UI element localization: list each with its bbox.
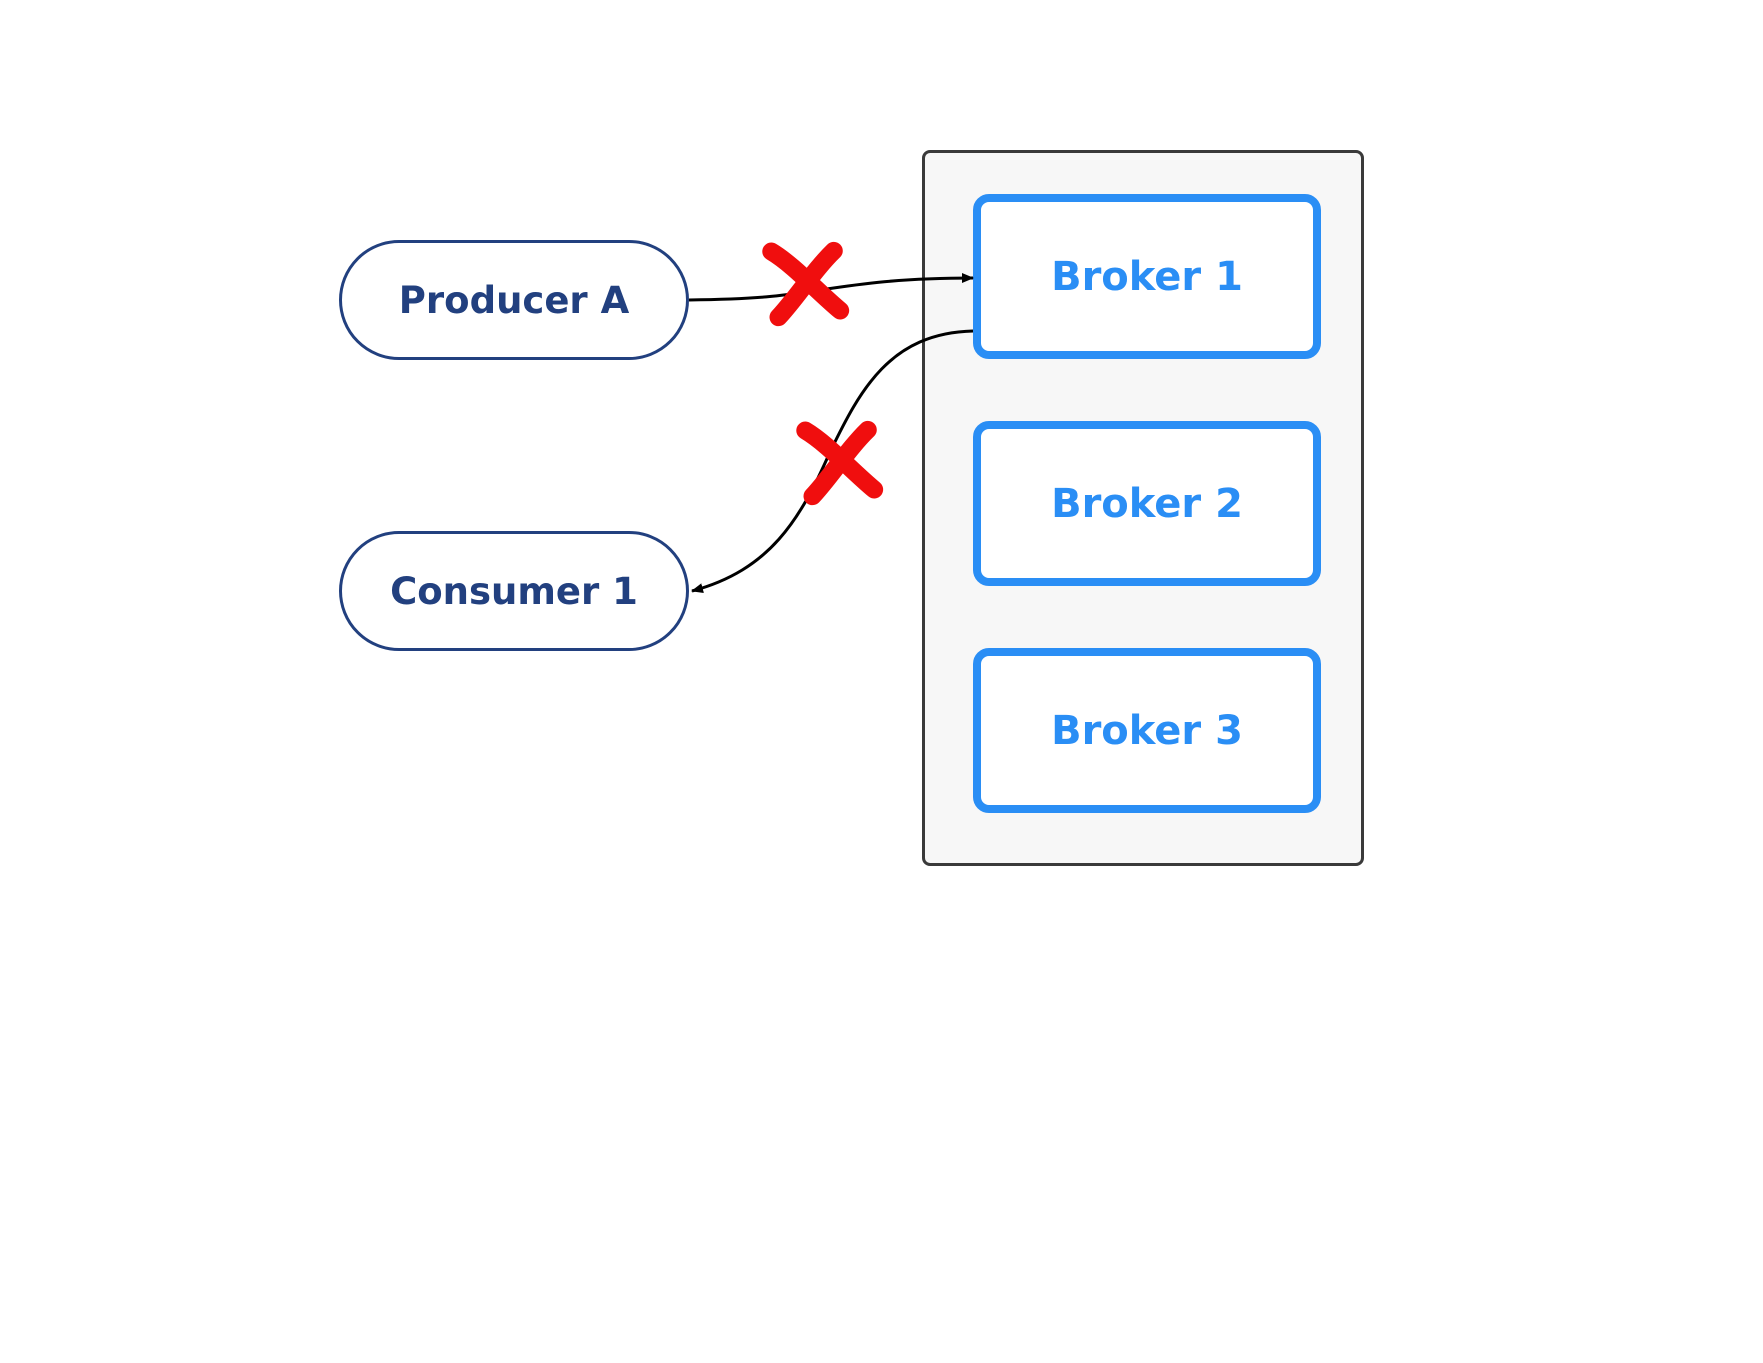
consumer-node[interactable]: Consumer 1: [339, 531, 689, 651]
x-mark-icon: [796, 420, 884, 506]
broker-1-node[interactable]: Broker 1: [973, 194, 1321, 359]
producer-label: Producer A: [398, 278, 630, 322]
consumer-label: Consumer 1: [390, 569, 638, 613]
producer-node[interactable]: Producer A: [339, 240, 689, 360]
broker-2-node[interactable]: Broker 2: [973, 421, 1321, 586]
x-mark-icon: [762, 241, 850, 327]
broker-3-label: Broker 3: [1051, 707, 1243, 754]
broker-3-node[interactable]: Broker 3: [973, 648, 1321, 813]
broker-2-label: Broker 2: [1051, 480, 1243, 527]
broker-1-label: Broker 1: [1051, 253, 1243, 300]
